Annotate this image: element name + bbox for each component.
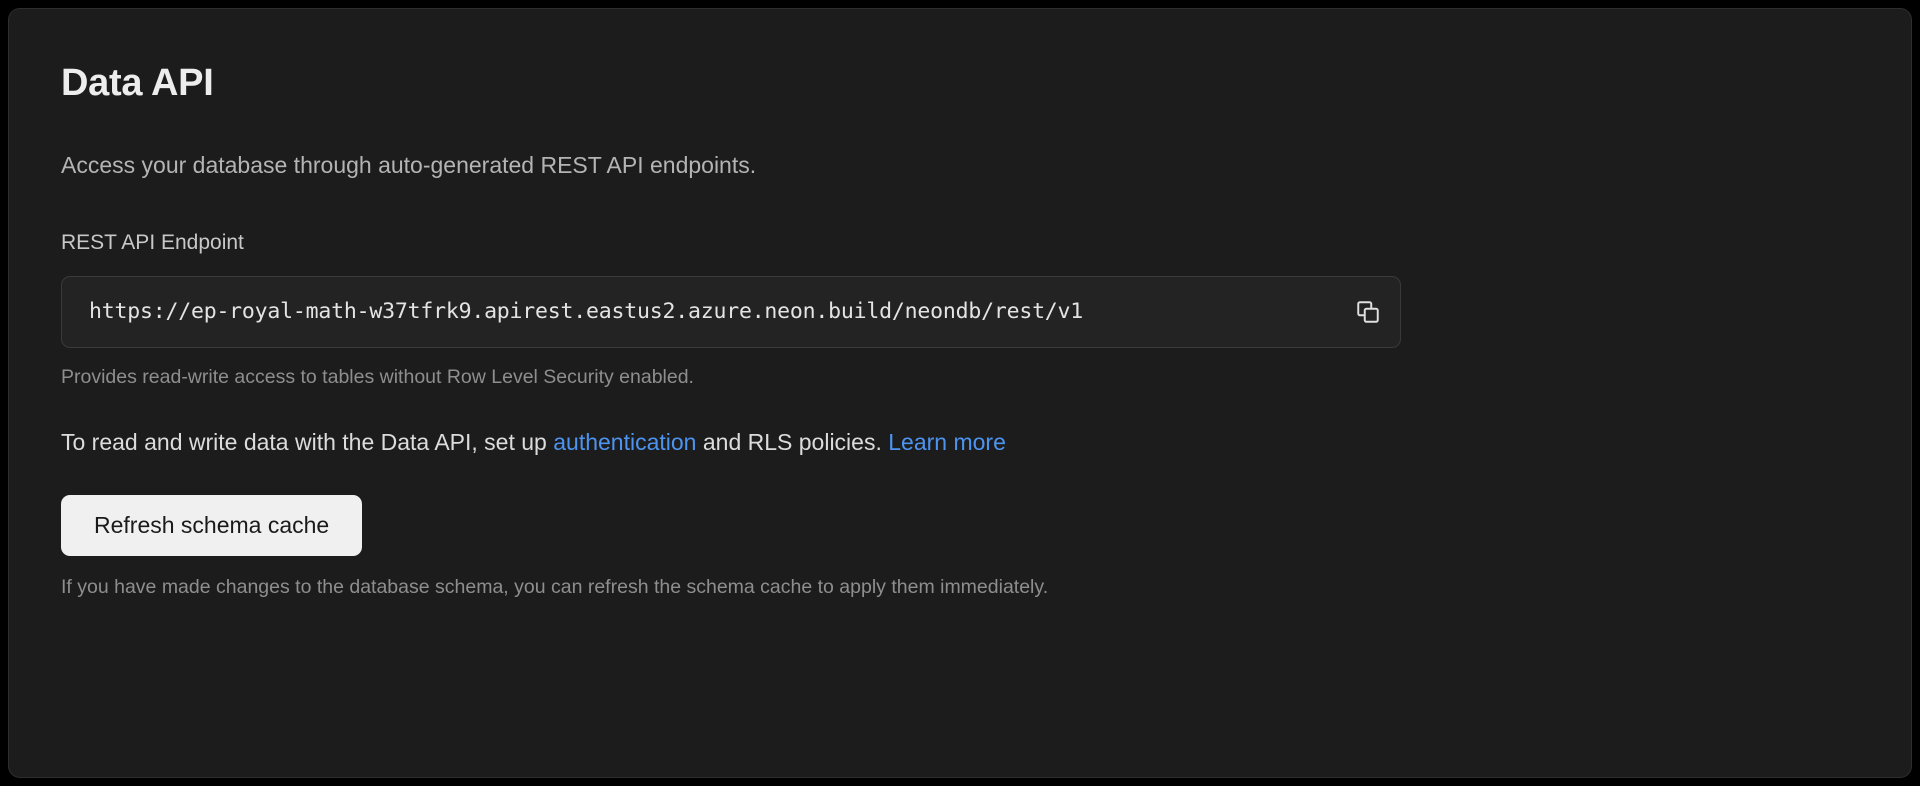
copy-endpoint-button[interactable] — [1336, 277, 1400, 347]
endpoint-field-row — [61, 275, 1401, 348]
authentication-link[interactable]: authentication — [553, 429, 697, 456]
rls-text-middle: and RLS policies. — [696, 429, 889, 456]
refresh-footer-text: If you have made changes to the database… — [61, 575, 1049, 598]
rest-api-endpoint-label: REST API Endpoint — [61, 230, 244, 254]
rls-setup-paragraph: To read and write data with the Data API… — [61, 428, 1859, 458]
learn-more-link[interactable]: Learn more — [888, 429, 1006, 456]
data-api-card: Data API Access your database through au… — [8, 8, 1912, 778]
endpoint-url-input[interactable] — [62, 299, 1336, 325]
copy-icon — [1355, 299, 1381, 325]
page-title: Data API — [61, 62, 214, 104]
page-description: Access your database through auto-genera… — [61, 151, 757, 178]
rls-text-before: To read and write data with the Data API… — [61, 429, 554, 456]
endpoint-help-text: Provides read-write access to tables wit… — [61, 365, 694, 388]
refresh-schema-cache-button[interactable]: Refresh schema cache — [61, 495, 363, 556]
